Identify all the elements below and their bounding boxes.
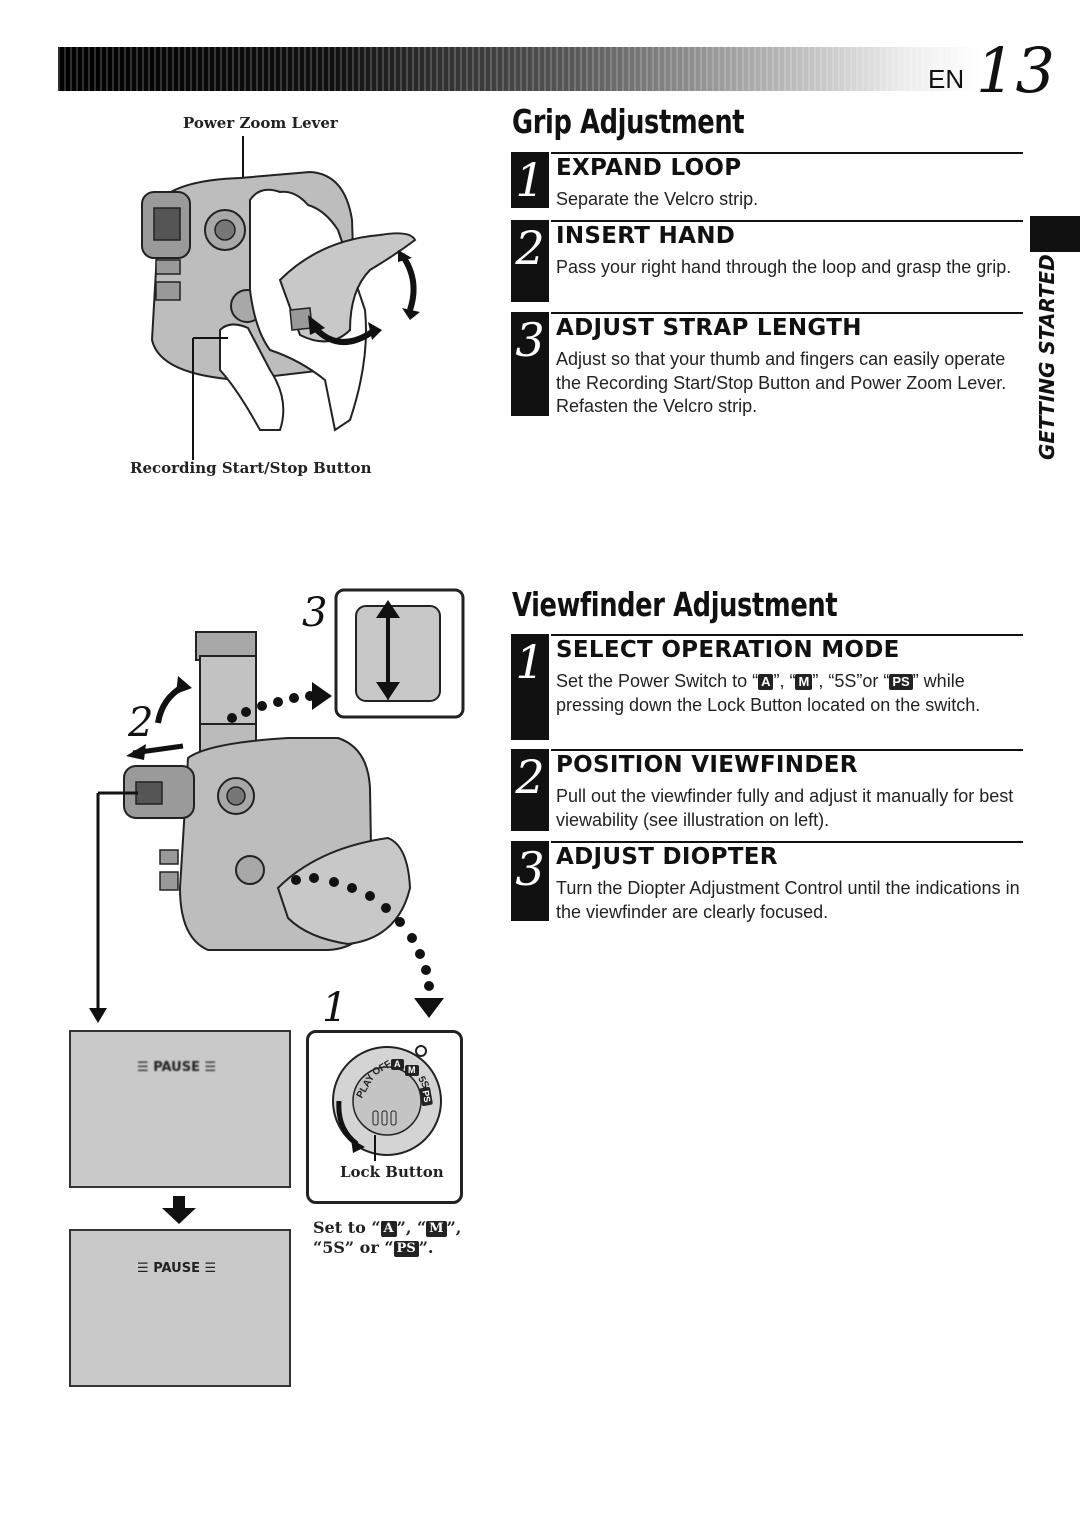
- mode-a-icon: A: [380, 1220, 397, 1237]
- set-to-caption: Set to “A”, “M”, “5S” or “PS”.: [313, 1218, 461, 1258]
- body-text: ”, “5S”or “: [812, 671, 890, 691]
- lock-button-label: Lock Button: [340, 1163, 444, 1181]
- step-rule: [551, 152, 1023, 154]
- viewfinder-screen-sharp: ☰ PAUSE ☰: [69, 1229, 291, 1387]
- step-body: Pull out the viewfinder fully and adjust…: [556, 786, 1014, 830]
- step-heading: ADJUST STRAP LENGTH: [556, 315, 862, 341]
- callout-1: 1: [322, 985, 348, 1031]
- step-heading: POSITION VIEWFINDER: [556, 752, 858, 778]
- grip-title: Grip Adjustment: [512, 102, 745, 141]
- step-rule: [551, 749, 1023, 751]
- body-text: ” while pressing down the Lock Button lo…: [556, 671, 981, 715]
- header-bar: [58, 47, 983, 91]
- viewfinder-illustration: [89, 588, 465, 1023]
- step-rule: [551, 312, 1023, 314]
- rec-button-label: Recording Start/Stop Button: [130, 459, 372, 477]
- side-tab-marker: [1030, 216, 1080, 252]
- caption-text: ”.: [418, 1238, 434, 1257]
- viewfinder-step-1: 1 SELECT OPERATION MODE Set the Power Sw…: [511, 634, 1023, 740]
- power-switch-inset: PLAY OFF A M 5S PS Lock Button: [306, 1030, 463, 1204]
- page-language: EN: [928, 64, 965, 94]
- step-number: 1: [511, 634, 549, 740]
- step-number: 2: [511, 220, 549, 302]
- body-text: ”, “: [773, 671, 796, 691]
- grip-step-1: 1 EXPAND LOOP Separate the Velcro strip.: [511, 152, 1023, 209]
- pause-indicator-blurry: ☰ PAUSE ☰: [137, 1060, 216, 1075]
- caption-text: Set to “: [313, 1218, 381, 1237]
- caption-text: ”,: [446, 1218, 462, 1237]
- mode-m-icon: M: [426, 1220, 447, 1237]
- pause-dash-left-icon: ☰: [137, 1060, 149, 1075]
- pause-dash-right-icon: ☰: [204, 1261, 217, 1276]
- step-body: Turn the Diopter Adjustment Control unti…: [556, 878, 1020, 922]
- grip-illustration: [141, 136, 420, 460]
- step-heading: EXPAND LOOP: [556, 155, 742, 181]
- pause-dash-left-icon: ☰: [137, 1261, 149, 1276]
- pause-dash-right-icon: ☰: [204, 1060, 217, 1075]
- viewfinder-step-3: 3 ADJUST DIOPTER Turn the Diopter Adjust…: [511, 841, 1023, 922]
- grip-step-3: 3 ADJUST STRAP LENGTH Adjust so that you…: [511, 312, 1023, 416]
- step-body: Separate the Velcro strip.: [556, 189, 759, 209]
- step-number: 3: [511, 312, 549, 416]
- pause-text: PAUSE: [153, 1261, 200, 1276]
- step-heading: ADJUST DIOPTER: [556, 844, 778, 870]
- mode-ps-icon: PS: [889, 674, 913, 691]
- dial-label-m: M: [405, 1065, 419, 1076]
- body-text: Set the Power Switch to “: [556, 671, 759, 691]
- step-heading: SELECT OPERATION MODE: [556, 637, 900, 663]
- caption-text: “5S” or “: [313, 1238, 394, 1257]
- viewfinder-title: Viewfinder Adjustment: [512, 585, 838, 624]
- power-zoom-lever-label: Power Zoom Lever: [183, 114, 338, 132]
- pause-text: PAUSE: [153, 1060, 200, 1075]
- mode-ps-icon: PS: [393, 1240, 419, 1257]
- step-number: 2: [511, 749, 549, 831]
- viewfinder-screen-blurry: ☰ PAUSE ☰: [69, 1030, 291, 1188]
- caption-text: ”, “: [396, 1218, 427, 1237]
- arrow-down-icon: [162, 1196, 196, 1224]
- grip-step-2: 2 INSERT HAND Pass your right hand throu…: [511, 220, 1023, 302]
- step-body: Pass your right hand through the loop an…: [556, 257, 1012, 277]
- step-rule: [551, 634, 1023, 636]
- side-tab-label: GETTING STARTED: [1035, 254, 1059, 460]
- step-rule: [551, 220, 1023, 222]
- mode-m-icon: M: [795, 674, 813, 691]
- callout-2: 2: [128, 700, 154, 746]
- page-number: 13: [976, 34, 1055, 107]
- step-body: Adjust so that your thumb and fingers ca…: [556, 349, 1007, 416]
- pause-indicator-sharp: ☰ PAUSE ☰: [137, 1261, 216, 1276]
- step-number: 1: [511, 152, 549, 208]
- step-heading: INSERT HAND: [556, 223, 736, 249]
- step-rule: [551, 841, 1023, 843]
- viewfinder-step-2: 2 POSITION VIEWFINDER Pull out the viewf…: [511, 749, 1023, 831]
- dial-label-a: A: [391, 1059, 404, 1070]
- step-body: Set the Power Switch to “A”, “M”, “5S”or…: [556, 670, 1023, 717]
- callout-3: 3: [302, 590, 328, 636]
- mode-a-icon: A: [758, 674, 774, 691]
- step-number: 3: [511, 841, 549, 921]
